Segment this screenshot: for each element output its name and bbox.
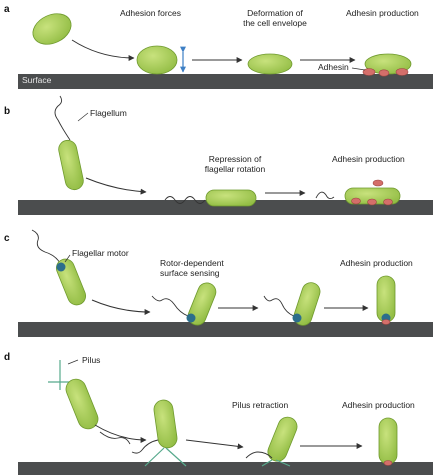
flagellum-c xyxy=(32,230,60,263)
flagellar-motor-icon xyxy=(293,314,302,323)
flagellum-c-3 xyxy=(264,296,294,316)
cell-d-tilted xyxy=(153,399,178,449)
arrow-d-1 xyxy=(186,440,243,447)
flagellum-b-3 xyxy=(316,192,334,198)
panel-c xyxy=(18,230,433,337)
pilus-pointer xyxy=(68,360,78,364)
surface-bar-c xyxy=(18,322,433,337)
adhesin-blob xyxy=(384,199,393,205)
label-adhesin-production-c: Adhesin production xyxy=(340,258,413,268)
panel-letter-b: b xyxy=(4,106,10,117)
adhesin-blob xyxy=(396,69,408,76)
surface-bar-a xyxy=(18,74,433,89)
label-flagellum: Flagellum xyxy=(90,108,127,118)
adhesin-blob xyxy=(382,320,390,325)
adhesin-blob xyxy=(363,69,375,76)
label-adhesin-production-a: Adhesin production xyxy=(346,8,419,18)
label-rotor-sensing: Rotor-dependent surface sensing xyxy=(160,258,224,278)
flagellum-c-2 xyxy=(152,296,188,316)
label-adhesin-production-d: Adhesin production xyxy=(342,400,415,410)
panel-letter-c: c xyxy=(4,233,10,244)
label-adhesion-forces: Adhesion forces xyxy=(120,8,181,18)
arrow-c-approach xyxy=(92,300,150,312)
label-pilus: Pilus xyxy=(82,355,100,365)
cell-b-swimming xyxy=(57,139,85,192)
label-repression: Repression of flagellar rotation xyxy=(190,154,280,174)
cell-d-swimming xyxy=(63,376,101,432)
label-flagellar-motor: Flagellar motor xyxy=(72,248,129,258)
panel-a xyxy=(18,8,433,89)
flagellum-pointer xyxy=(78,113,88,121)
cell-a-deformed xyxy=(248,54,292,74)
flagellar-motor-icon xyxy=(57,263,66,272)
cell-b-horizontal xyxy=(206,190,256,206)
cell-d-upright xyxy=(379,418,397,464)
label-deformation: Deformation of the cell envelope xyxy=(235,8,315,28)
arrow-a-approach xyxy=(72,40,134,58)
surface-bar-d xyxy=(18,462,433,475)
label-adhesin: Adhesin xyxy=(318,62,349,72)
panel-letter-a: a xyxy=(4,4,10,15)
panel-d xyxy=(18,360,433,475)
adhesin-blob xyxy=(373,180,383,186)
label-pilus-retraction: Pilus retraction xyxy=(232,400,288,410)
adhesin-blob xyxy=(379,70,389,76)
adhesin-blob xyxy=(352,198,361,204)
panel-letter-d: d xyxy=(4,352,10,363)
cell-a-free xyxy=(28,8,76,50)
flagellum-b xyxy=(55,96,70,140)
adhesin-blob xyxy=(368,199,377,205)
label-adhesin-production-b: Adhesin production xyxy=(332,154,405,164)
adhesin-blob xyxy=(384,461,392,466)
arrow-b-approach xyxy=(86,178,146,192)
flagellar-motor-icon xyxy=(187,314,196,323)
adhesin-pointer xyxy=(352,68,365,70)
label-surface: Surface xyxy=(22,75,51,85)
flagellum-d-2 xyxy=(132,440,158,453)
cell-a-adhered xyxy=(137,46,177,74)
